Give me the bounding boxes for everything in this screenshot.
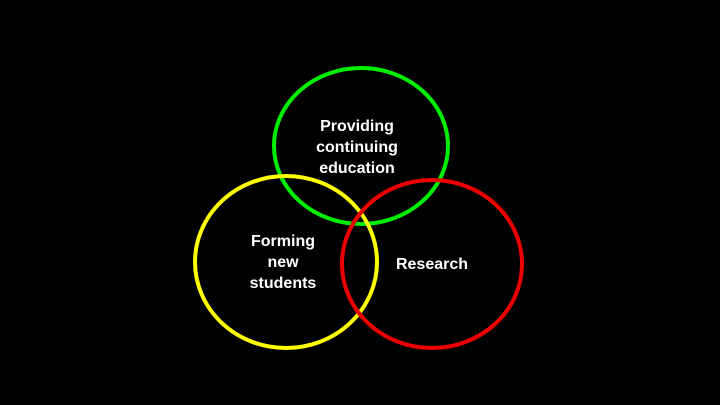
label-continuing-education: Providing continuing education: [277, 116, 437, 179]
label-line: education: [319, 160, 395, 177]
label-line: Research: [395, 256, 469, 273]
label-line: new: [267, 254, 299, 271]
label-line: Forming: [251, 233, 315, 250]
label-line: continuing: [316, 139, 398, 156]
label-line: Providing: [320, 118, 394, 135]
circle-continuing-education: [272, 66, 450, 226]
label-line: students: [249, 275, 317, 292]
circle-forming-students: [193, 174, 379, 350]
circle-research: [340, 178, 524, 350]
label-forming-students: Forming new students: [203, 231, 363, 294]
label-research: Research: [352, 254, 512, 275]
